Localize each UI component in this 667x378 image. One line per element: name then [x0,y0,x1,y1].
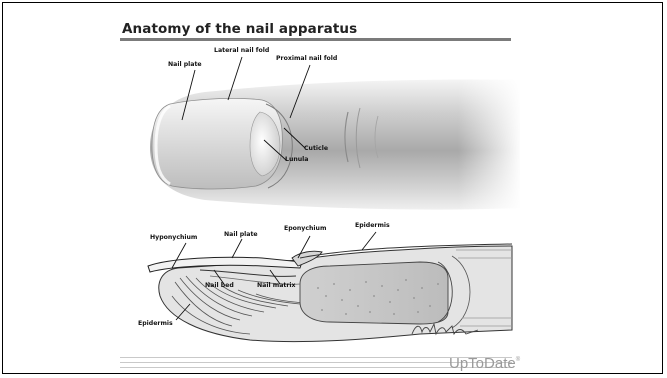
brand-logo: UpToDate® [449,355,520,372]
label-lateral-nail-fold: Lateral nail fold [214,47,269,54]
nail-section-view [148,244,512,342]
label-lunula: Lunula [285,156,308,163]
label-epidermis-bottom: Epidermis [138,320,173,327]
brand-name: UpToDate [449,355,516,372]
label-proximal-nail-fold: Proximal nail fold [276,55,337,62]
label-nail-matrix: Nail matrix [257,282,296,289]
label-nail-bed: Nail bed [205,282,234,289]
brand-registered-mark: ® [516,357,520,363]
label-eponychium: Eponychium [284,225,326,232]
label-nail-plate-section: Nail plate [224,231,258,238]
finger-top-view [150,76,522,212]
label-nail-plate-top: Nail plate [168,61,202,68]
label-epidermis-top: Epidermis [355,222,390,229]
label-cuticle: Cuticle [304,145,328,152]
label-hyponychium: Hyponychium [150,234,197,241]
